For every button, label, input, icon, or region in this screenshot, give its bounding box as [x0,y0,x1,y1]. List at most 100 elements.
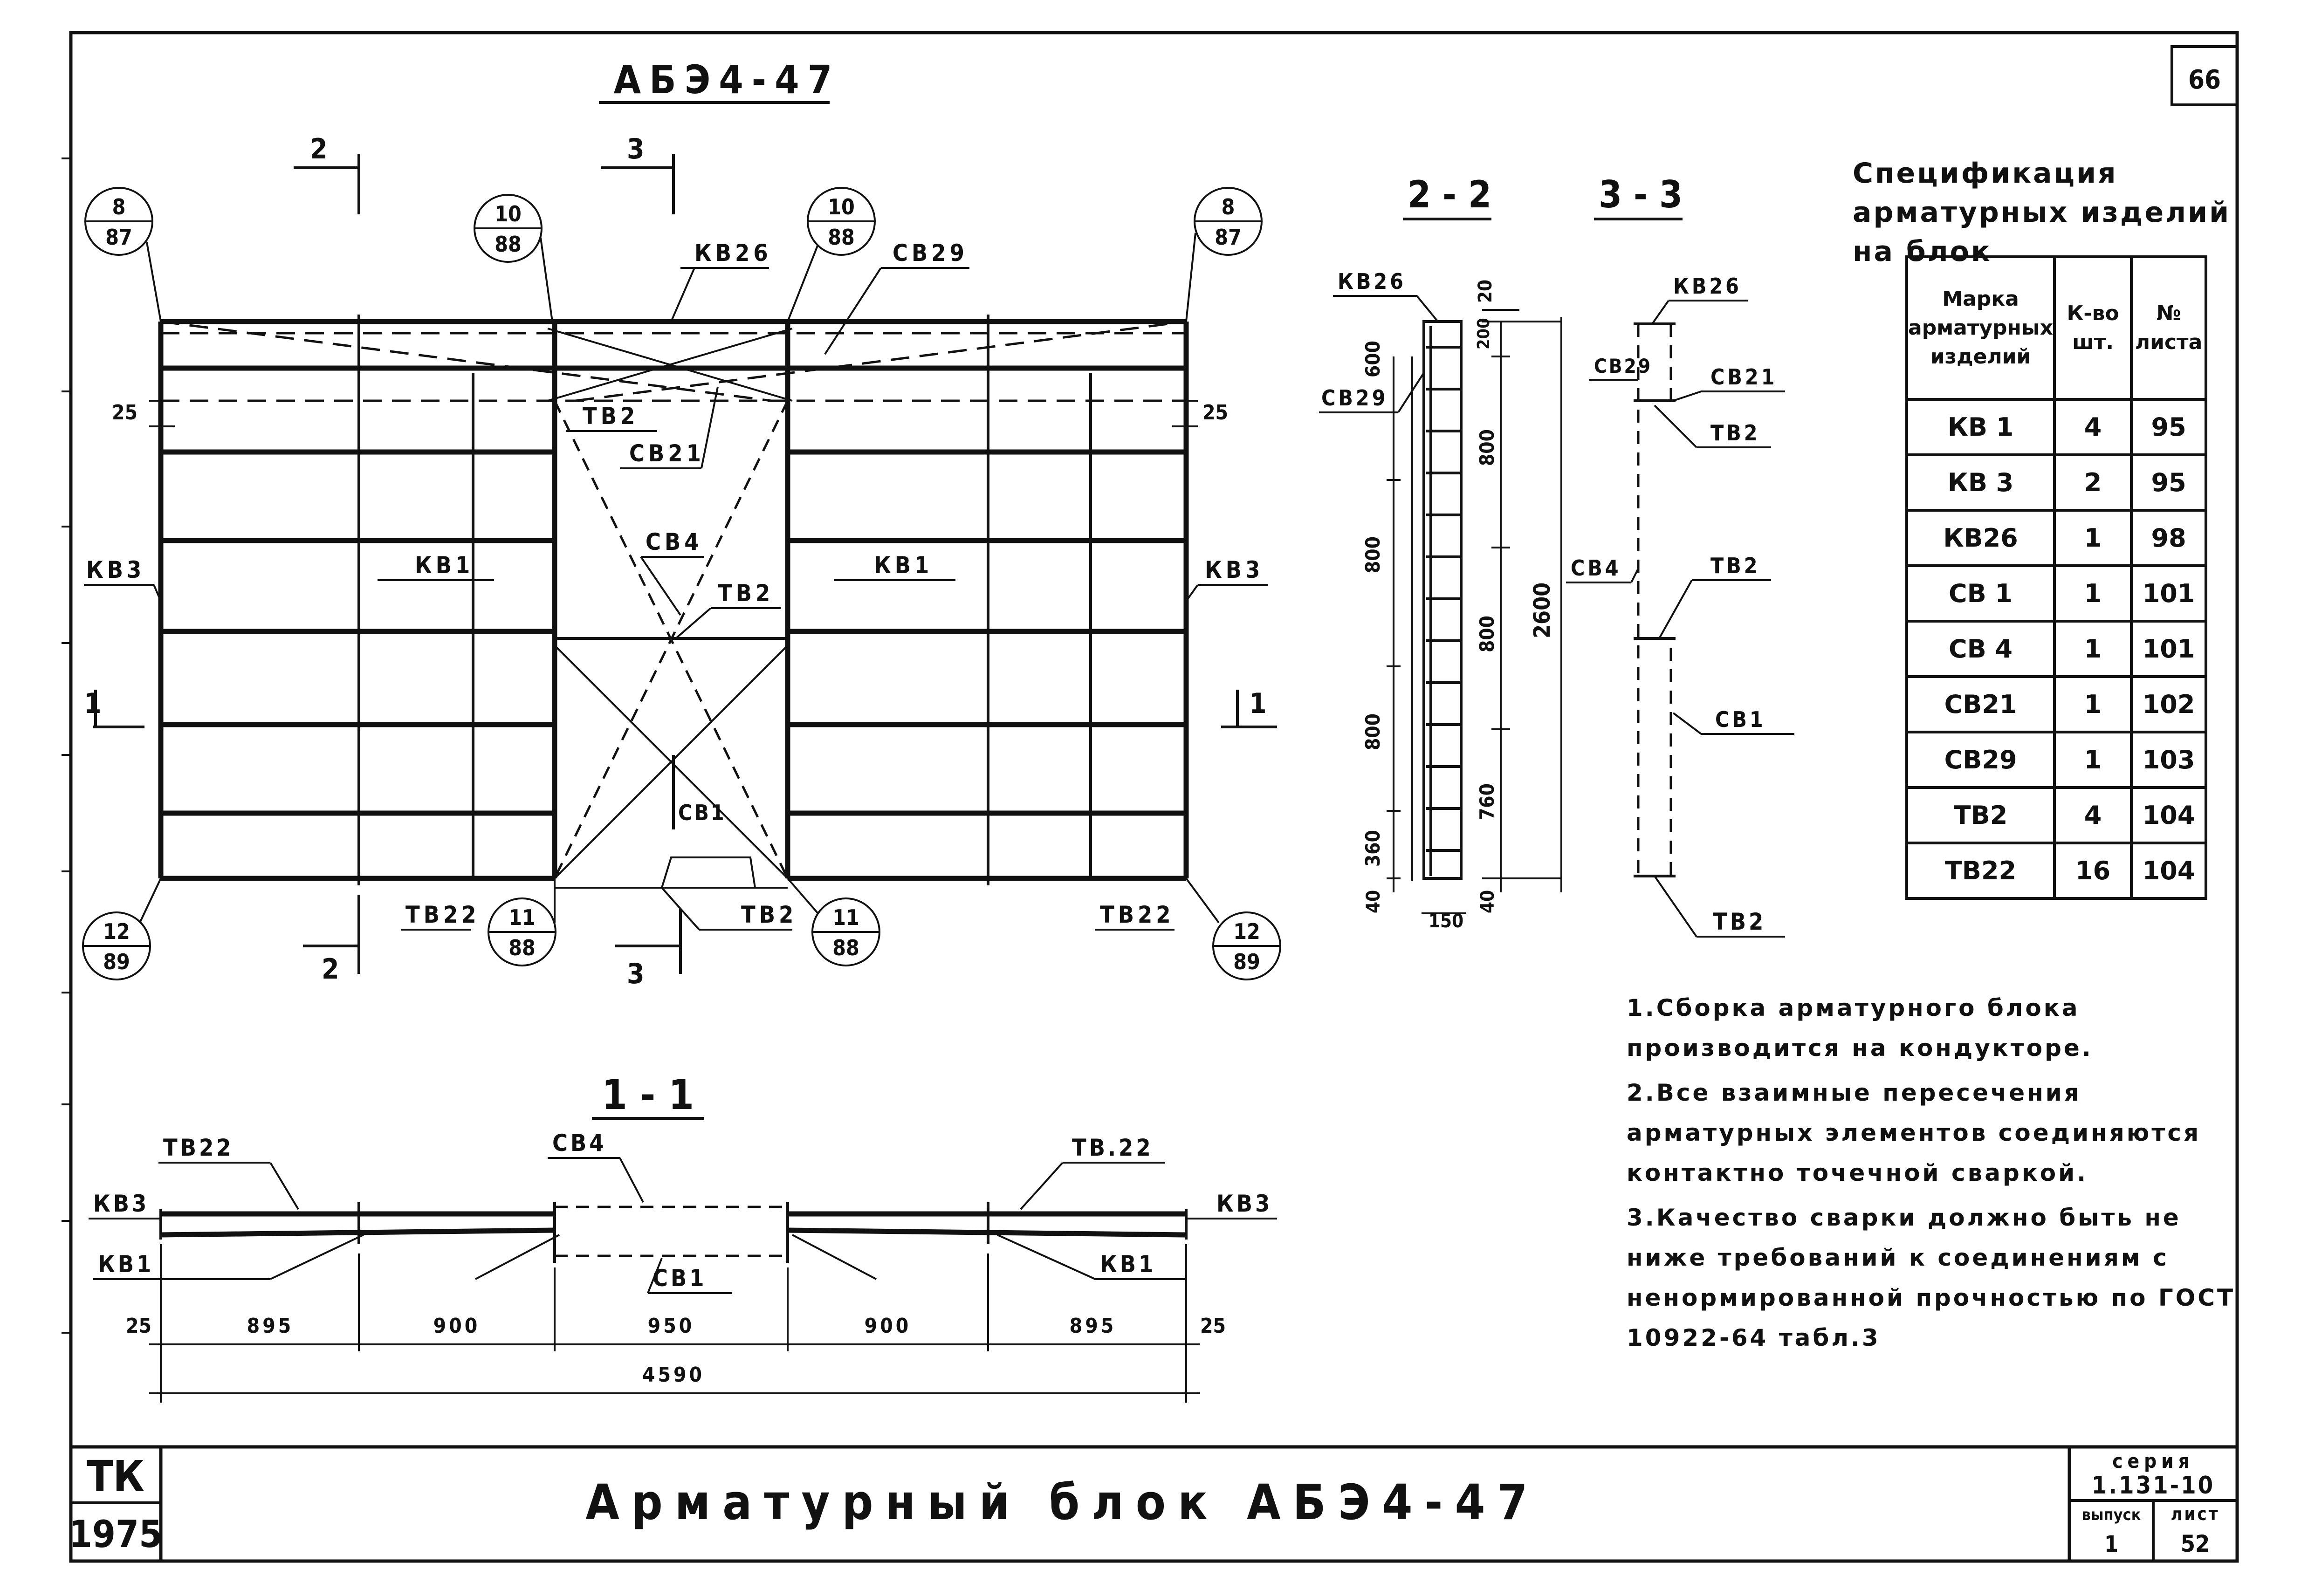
label-sv29: СВ29 [893,240,968,267]
svg-text:10: 10 [828,194,855,219]
svg-text:360: 360 [1361,830,1384,867]
label-tv22-left: ТВ22 [405,901,480,928]
svg-text:ТВ2: ТВ2 [1713,908,1766,935]
svg-text:88: 88 [508,935,536,960]
note-1: 1.Сборка арматурного блока производится … [1627,994,2093,1062]
svg-text:25: 25 [126,1314,151,1338]
svg-text:8: 8 [1222,194,1235,219]
svg-text:КВ3: КВ3 [1216,1190,1272,1217]
svg-text:25: 25 [1200,1314,1226,1338]
issue-label: выпуск [2082,1506,2141,1524]
spec-table: Марка арматурных изделий К-во шт. № лист… [1905,255,2208,900]
svg-text:КВ26: КВ26 [1338,269,1406,294]
section-1-1-title: 1 - 1 [602,1071,694,1119]
svg-text:895: 895 [1070,1314,1117,1338]
svg-text:КВ1: КВ1 [98,1251,154,1278]
callout-4: 8 87 [1185,187,1263,322]
section-2-2-title: 2 - 2 [1408,173,1491,216]
issue-value: 1 [2104,1531,2118,1557]
series-label: серия [2112,1450,2194,1473]
label-tv2-mid: ТВ2 [718,580,774,607]
callout-1: 8 87 [84,187,162,322]
label-kv1-left: КВ1 [415,552,474,579]
svg-text:ТВ2: ТВ2 [1710,553,1760,578]
title-block: ТК 1975 Арматурный блок АБЭ4-47 серия 1.… [69,1445,2237,1561]
svg-text:КВ26: КВ26 [1673,274,1742,299]
cut-3-top: 3 [627,133,645,165]
callout-circles: 8 87 10 88 10 88 8 87 12 [82,187,1281,980]
callout-8: 12 89 [1185,877,1281,980]
svg-text:СВ1: СВ1 [653,1265,707,1292]
margin-ticks [62,158,71,1334]
svg-text:900: 900 [865,1314,912,1338]
svg-text:760: 760 [1476,783,1498,820]
section-3-3-title: 3 - 3 [1599,173,1683,216]
svg-text:КВ1: КВ1 [1100,1251,1156,1278]
svg-text:89: 89 [103,949,130,974]
sheet-frame [69,31,2239,1563]
svg-text:СВ4: СВ4 [1571,555,1621,581]
spec-title: Спецификация арматурных изделий на блок [1853,157,2231,268]
svg-text:ТВ.22: ТВ.22 [1072,1134,1154,1161]
section-1-1: 1 - 1 ТВ22 СВ4 ТВ.22 КВ3 КВ3 КВ1 СВ1 К [89,1071,1277,1403]
callout-5: 12 89 [82,878,162,980]
org-year: 1975 [69,1513,162,1556]
notes: 1.Сборка арматурного блока производится … [1627,988,2246,1363]
label-25-right: 25 [1202,401,1228,425]
label-tv2-bottom: ТВ2 [741,901,797,928]
svg-text:800: 800 [1361,713,1384,750]
label-sv4: СВ4 [646,528,703,555]
svg-text:87: 87 [105,225,132,250]
label-tv22-right: ТВ22 [1100,901,1175,928]
cut-1-left: 1 [84,687,102,720]
svg-text:950: 950 [648,1314,695,1338]
svg-text:12: 12 [103,919,130,944]
svg-text:12: 12 [1233,919,1260,944]
label-kv26: КВ26 [694,240,772,267]
sheet-label: лист [2170,1504,2219,1524]
svg-text:ТВ22: ТВ22 [163,1134,234,1161]
label-25-left: 25 [112,401,137,425]
label-kv3-right: КВ3 [1205,556,1264,583]
svg-text:88: 88 [828,225,855,250]
callout-3: 10 88 [787,187,876,322]
svg-text:40: 40 [1363,890,1384,913]
svg-text:ТВ2: ТВ2 [1710,420,1760,445]
spec-header-row: Марка арматурных изделий К-во шт. № лист… [1905,255,2208,401]
svg-text:8: 8 [112,194,126,219]
svg-text:89: 89 [1233,949,1260,974]
svg-text:600: 600 [1361,341,1384,377]
cut-2-top: 2 [310,133,328,165]
spec-header-qty: К-во шт. [2053,255,2133,401]
svg-text:900: 900 [433,1314,481,1338]
svg-text:20: 20 [1475,280,1496,303]
section-2-2: 2 - 2 КВ26 СВ29 [1319,173,1562,932]
callout-7: 11 88 [787,877,880,966]
svg-text:10: 10 [495,201,522,226]
section-cut-marks: 2 3 2 3 1 1 [84,133,1277,990]
svg-text:150: 150 [1429,911,1463,932]
svg-text:88: 88 [832,935,859,960]
svg-text:895: 895 [247,1314,294,1338]
svg-text:СВ1: СВ1 [1715,707,1766,732]
note-3: 3.Качество сварки должно быть не ниже тр… [1627,1204,2236,1351]
svg-text:800: 800 [1476,616,1498,652]
page-number-box [2170,45,2239,106]
label-tv2-top: ТВ2 [583,403,639,430]
label-sv1-plan: СВ1 [678,800,726,825]
callout-2: 10 88 [474,194,553,322]
plan-labels: КВ26 СВ29 ТВ2 СВ21 СВ4 ТВ2 КВ1 КВ1 КВ3 К… [84,240,1268,931]
svg-text:88: 88 [495,232,522,257]
label-kv3-left: КВ3 [86,556,145,583]
svg-text:200: 200 [1474,318,1493,349]
spec-header-sheet: № листа [2130,255,2208,401]
org-code: ТК [87,1452,144,1501]
page-number: 66 [2188,65,2221,95]
svg-text:800: 800 [1476,429,1498,466]
svg-text:КВ3: КВ3 [93,1190,149,1217]
